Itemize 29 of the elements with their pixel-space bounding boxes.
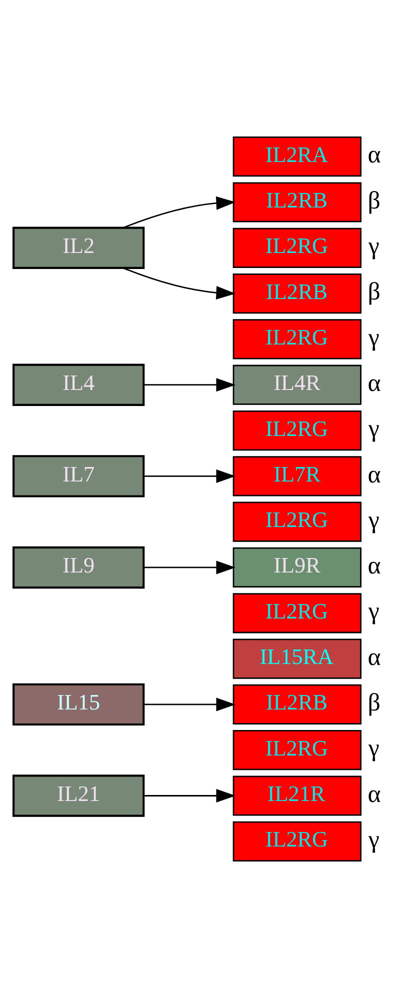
node-label: γ <box>368 506 380 534</box>
node-label: α <box>368 644 381 671</box>
arrow <box>144 698 236 712</box>
node-box: IL2 <box>12 226 145 269</box>
node-box: IL15 <box>12 683 145 726</box>
node-label: γ <box>368 735 380 762</box>
node-label: γ <box>368 232 380 260</box>
arrow <box>123 196 236 228</box>
node-label: α <box>368 370 381 397</box>
node-label: α <box>368 780 381 808</box>
arrow <box>144 378 236 392</box>
node-label: β <box>368 187 380 214</box>
arrow <box>123 267 236 300</box>
node-label: α <box>368 461 381 488</box>
node-label: α <box>368 142 381 169</box>
arrow <box>144 469 236 483</box>
node-label: γ <box>368 598 380 626</box>
node-box: IL9 <box>12 546 145 589</box>
node-label: γ <box>368 826 380 854</box>
node-label: β <box>368 278 380 306</box>
node-label: α <box>368 552 381 580</box>
node-label: γ <box>368 324 380 352</box>
node-box: IL7 <box>12 455 145 498</box>
node-box: IL21 <box>12 774 145 817</box>
arrow <box>144 560 236 574</box>
node-label: β <box>368 690 380 717</box>
arrow <box>144 788 236 803</box>
node-box: IL4 <box>12 364 145 406</box>
node-label: γ <box>368 416 380 443</box>
